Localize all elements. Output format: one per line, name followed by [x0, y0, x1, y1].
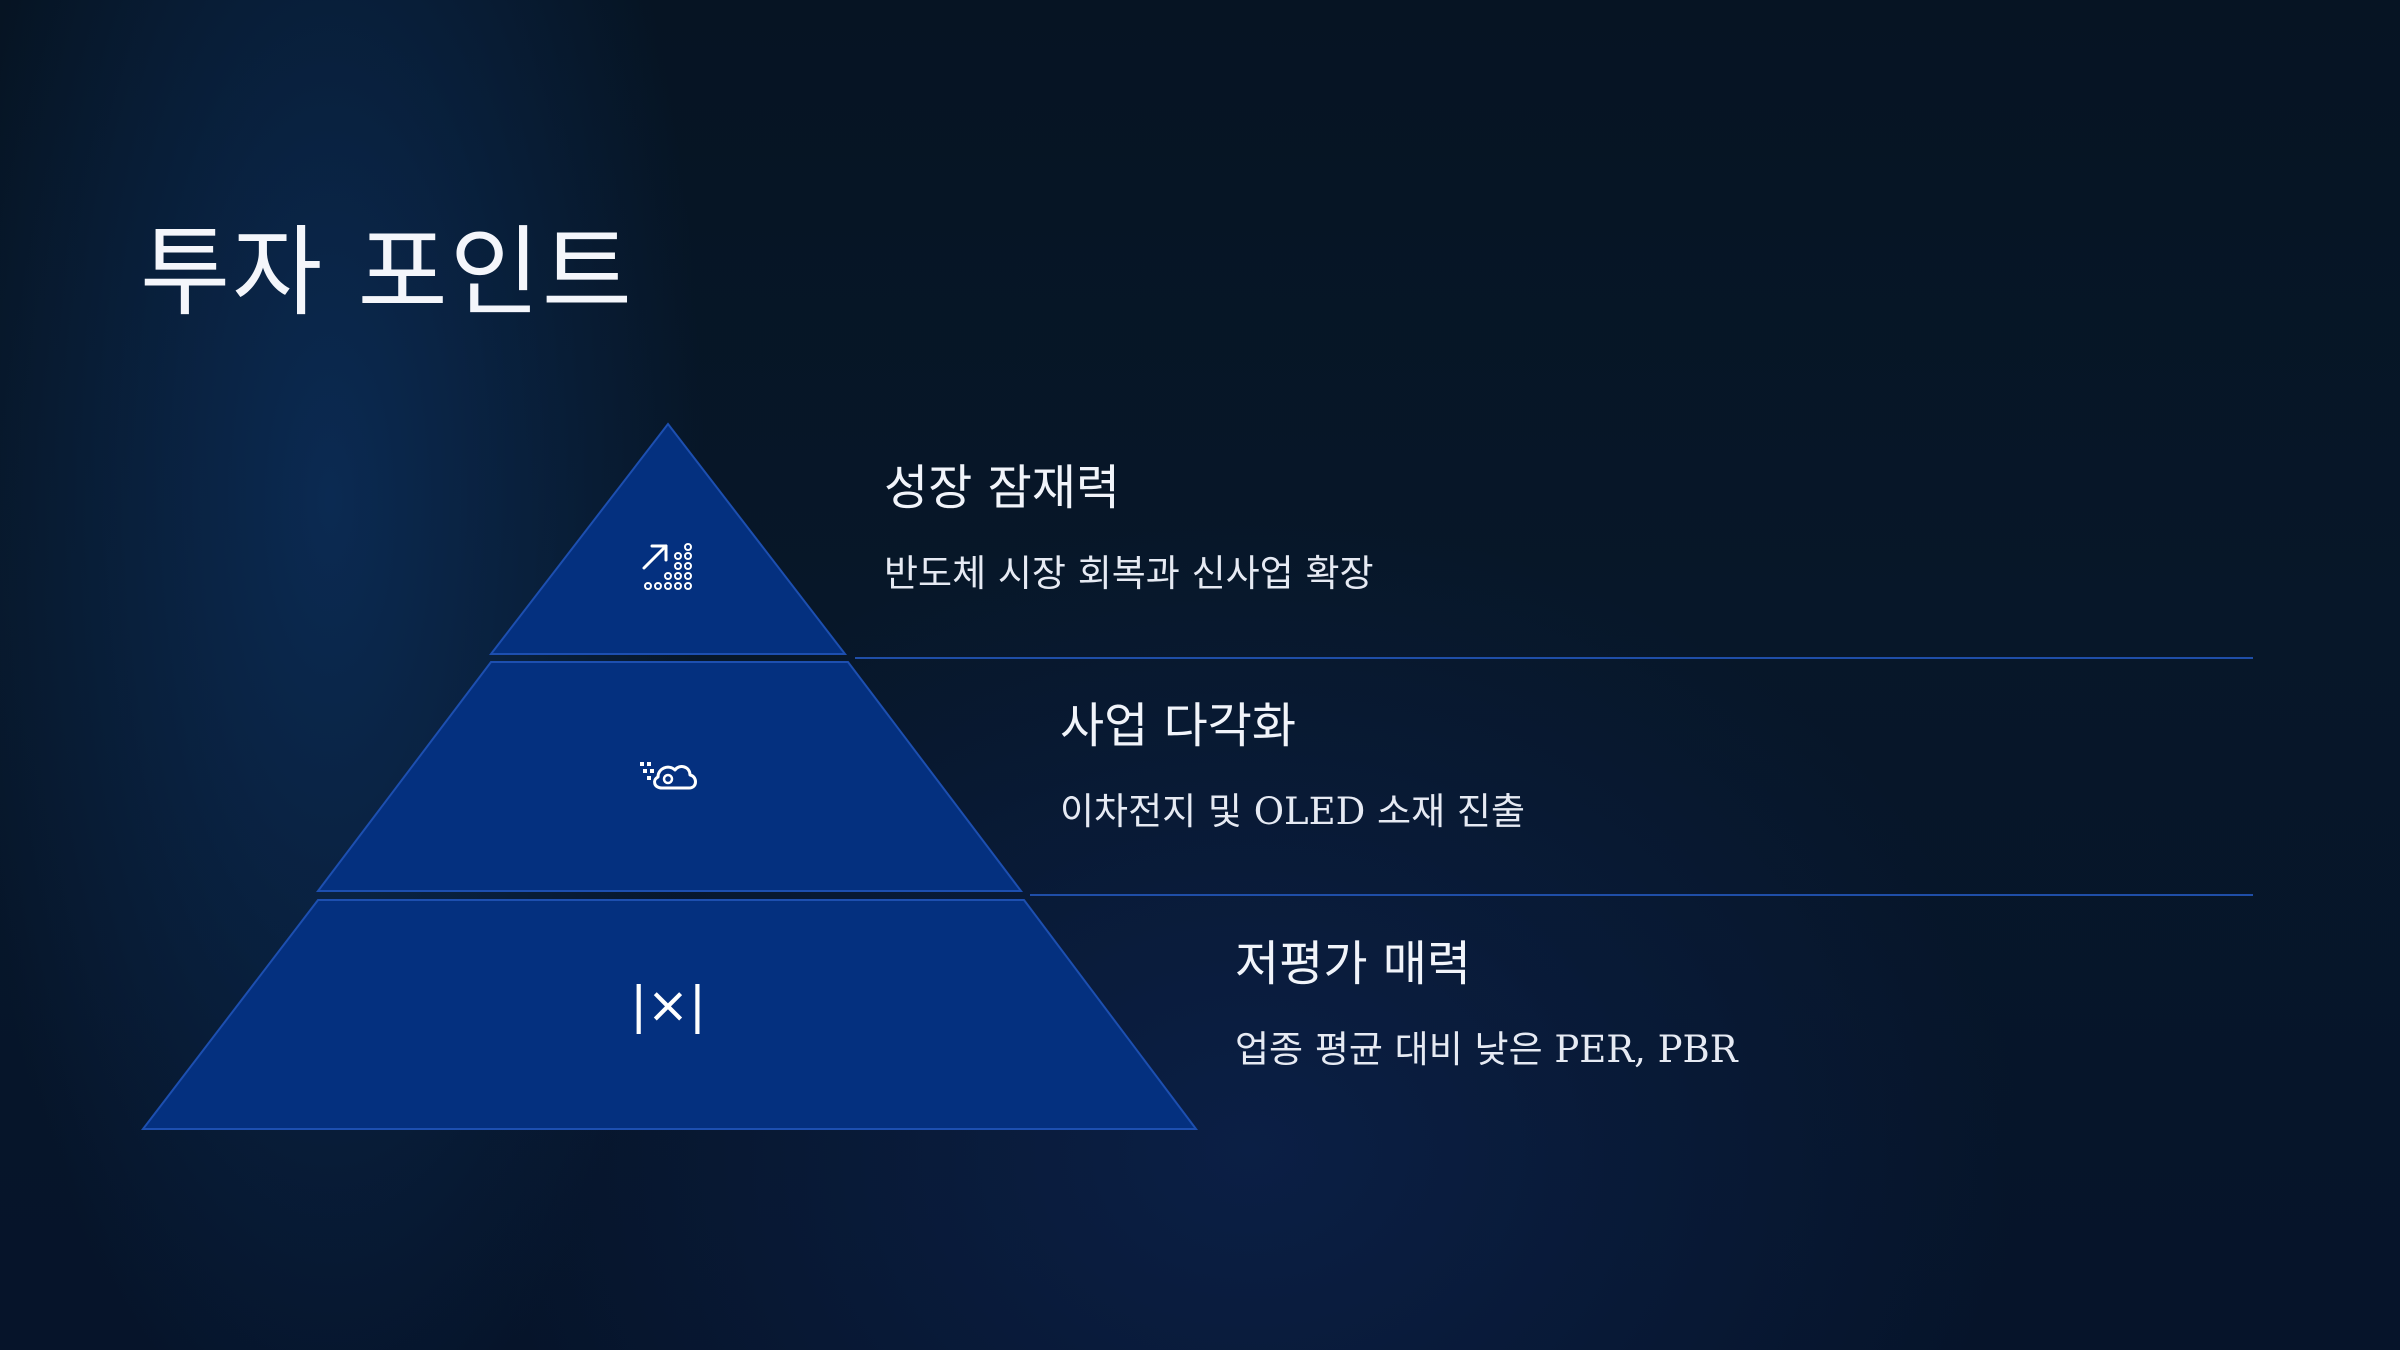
tier-heading: 성장 잠재력	[884, 460, 1121, 516]
tier-divider	[1030, 894, 2253, 896]
tier-diversification: 사업 다각화 이차전지 및 OLED 소재 진출	[1060, 698, 1525, 834]
tier-description: 반도체 시장 회복과 신사업 확장	[884, 551, 1374, 595]
tier-description: 이차전지 및 OLED 소재 진출	[1060, 789, 1525, 833]
pyramid-tier-top	[488, 422, 848, 655]
tier-divider	[855, 657, 2253, 659]
tier-undervaluation: 저평가 매력 업종 평균 대비 낮은 PER, PBR	[1235, 936, 1738, 1072]
tier-growth-potential: 성장 잠재력 반도체 시장 회복과 신사업 확장	[884, 460, 1374, 596]
tier-heading: 사업 다각화	[1060, 698, 1297, 754]
growth-chart-icon	[642, 543, 692, 590]
tier-description: 업종 평균 대비 낮은 PER, PBR	[1235, 1027, 1738, 1071]
page-title: 투자 포인트	[140, 216, 634, 330]
tier-heading: 저평가 매력	[1235, 936, 1472, 992]
pyramid-tier-bottom	[140, 899, 1199, 1130]
abs-value-icon: |×|	[630, 976, 706, 1034]
cloud-data-icon	[640, 762, 697, 790]
